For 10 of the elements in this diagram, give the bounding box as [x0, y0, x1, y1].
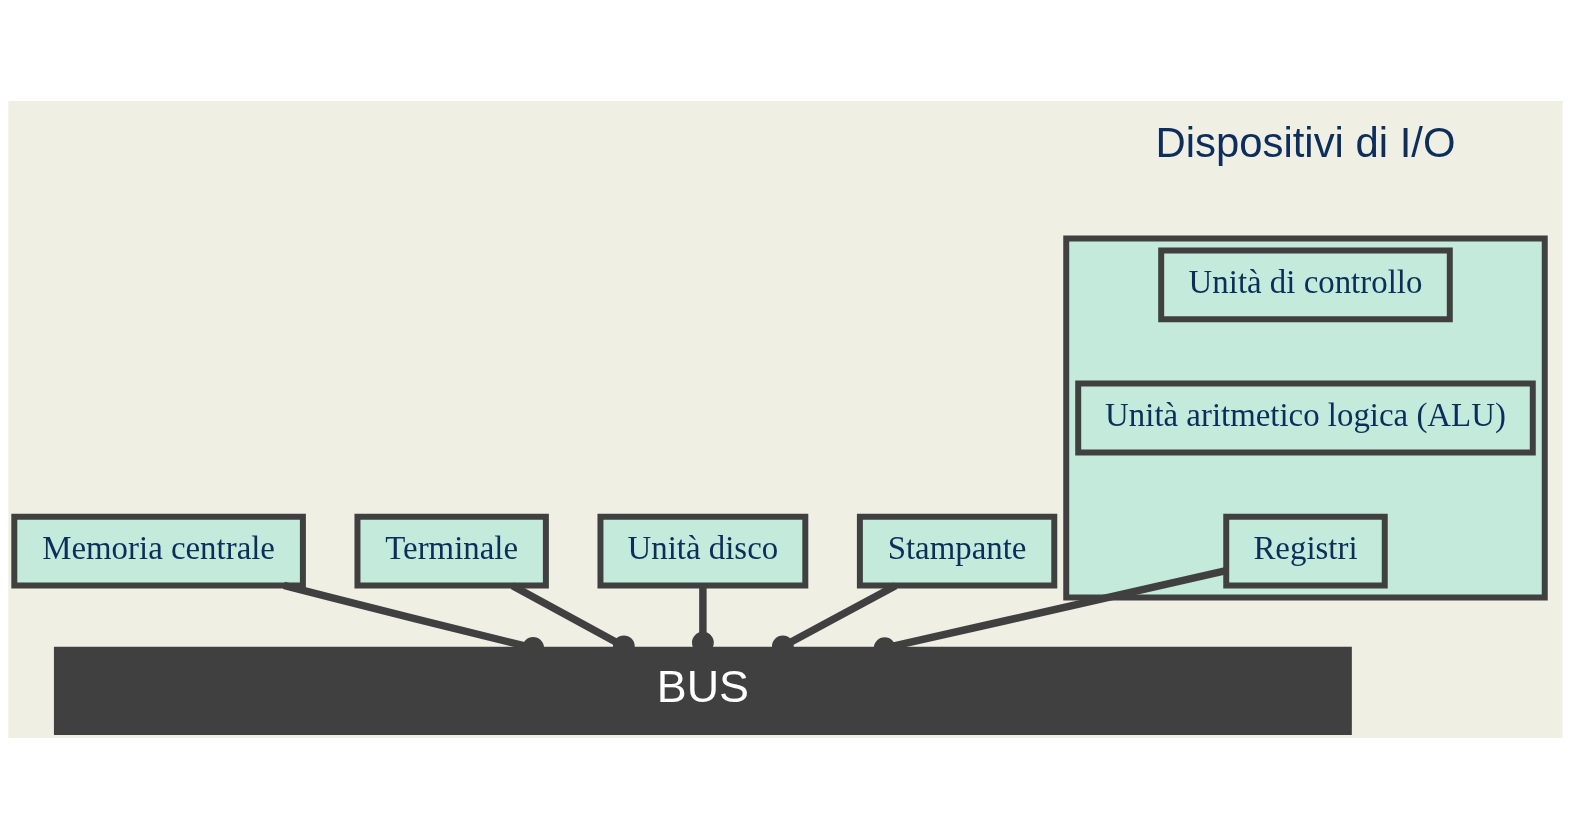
node-box: Unità aritmetico logica (ALU) [1075, 380, 1536, 456]
node-box: Memoria centrale [11, 513, 306, 589]
label: Dispositivi di I/O [1155, 118, 1456, 166]
node-box: Stampante [856, 513, 1058, 589]
node-box: Registri [1223, 513, 1388, 589]
cluster [1063, 235, 1548, 601]
node-box: Unità disco [597, 513, 809, 589]
node-box: BUS [53, 646, 1352, 735]
node-box: Unità di controllo [1158, 247, 1453, 323]
node-box: Terminale [354, 513, 549, 589]
